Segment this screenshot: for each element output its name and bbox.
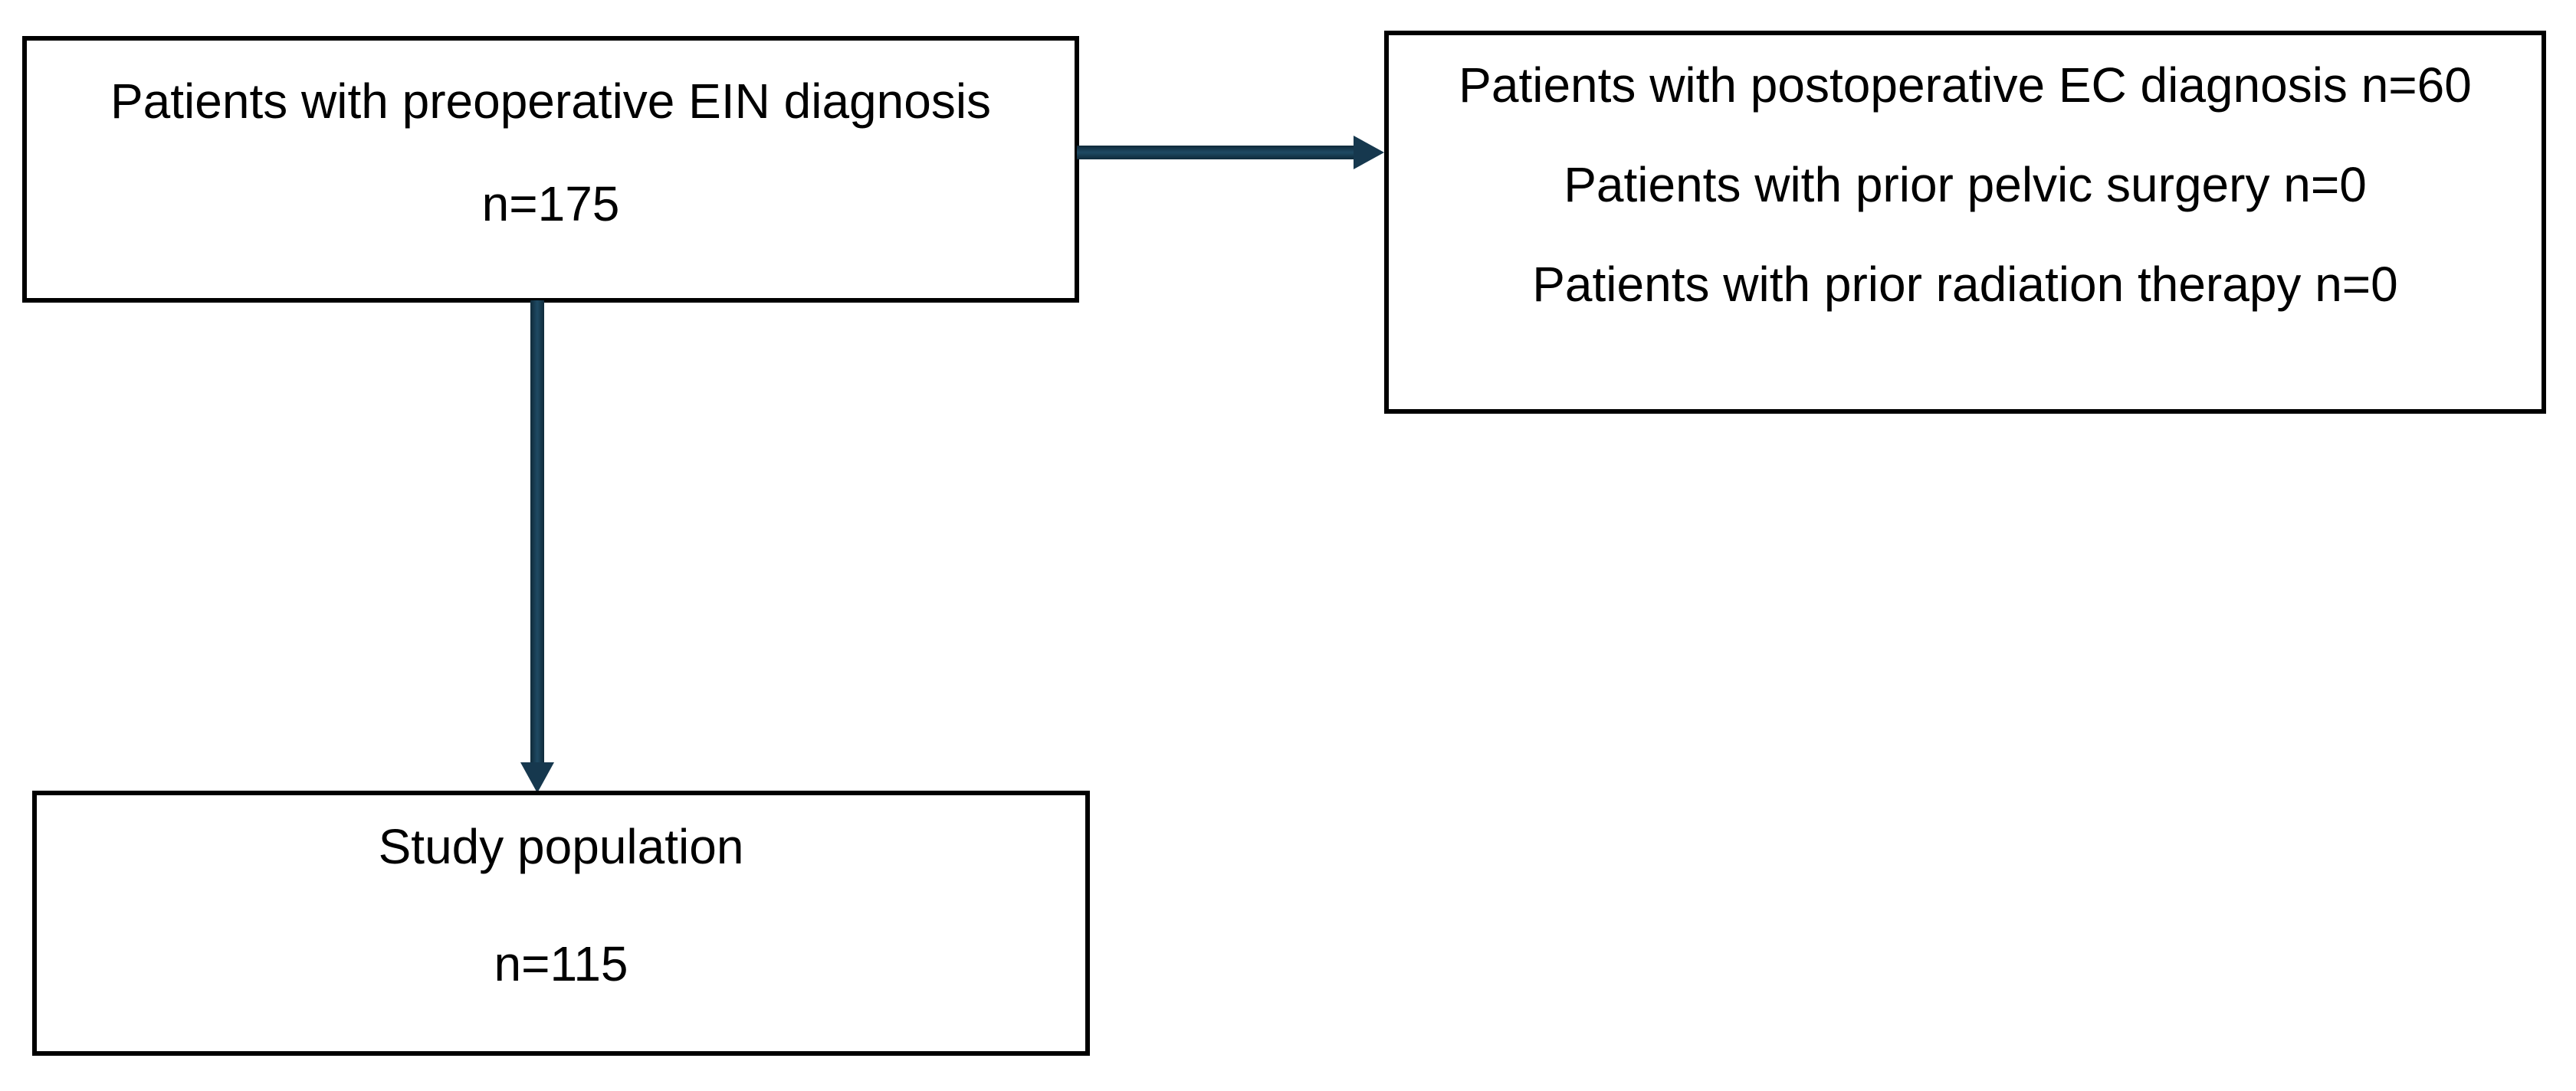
box-study-population: Study population n=115 (32, 791, 1090, 1056)
box-preoperative-count: n=175 (481, 176, 620, 231)
arrow-to-study-population (520, 300, 554, 793)
exclusion-line-postoperative-ec: Patients with postoperative EC diagnosis… (1459, 57, 2472, 113)
arrow-head-down-icon (520, 762, 554, 793)
box-study-label: Study population (378, 819, 744, 874)
arrow-head-right-icon (1354, 136, 1384, 169)
arrow-shaft (530, 300, 544, 762)
arrow-shaft (1077, 146, 1354, 159)
box-exclusions: Patients with postoperative EC diagnosis… (1384, 31, 2546, 414)
arrow-to-exclusions (1077, 136, 1384, 169)
box-preoperative-ein: Patients with preoperative EIN diagnosis… (22, 36, 1079, 303)
exclusion-line-prior-pelvic-surgery: Patients with prior pelvic surgery n=0 (1564, 157, 2367, 212)
exclusion-line-prior-radiation-therapy: Patients with prior radiation therapy n=… (1532, 257, 2398, 312)
box-preoperative-label: Patients with preoperative EIN diagnosis (110, 74, 992, 129)
box-study-count: n=115 (494, 936, 628, 991)
